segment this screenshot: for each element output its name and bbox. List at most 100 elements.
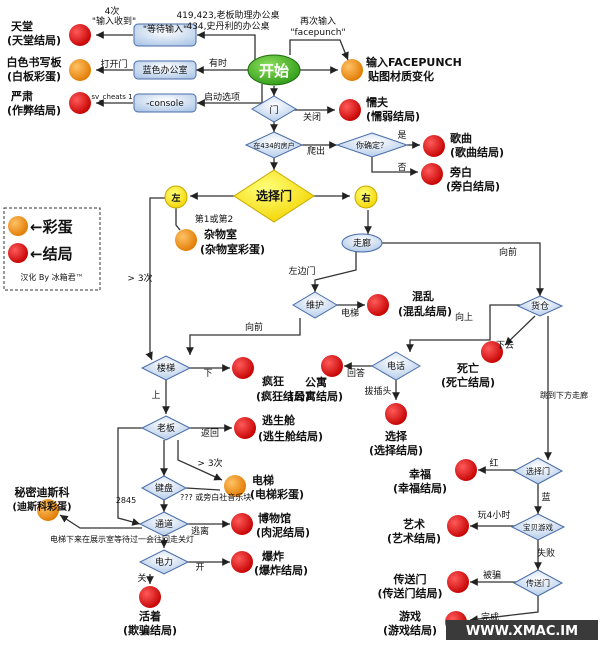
svg-text:(天堂结局): (天堂结局) xyxy=(7,33,61,47)
svg-text:汉化 By 冰箱君™: 汉化 By 冰箱君™ xyxy=(20,272,83,282)
svg-text:(死亡结局): (死亡结局) xyxy=(441,375,495,389)
svg-text:(疯狂结局): (疯狂结局) xyxy=(256,389,310,403)
svg-text:(选择结局): (选择结局) xyxy=(369,443,423,457)
svg-text:白色书写板: 白色书写板 xyxy=(7,55,63,69)
svg-text:选择门: 选择门 xyxy=(526,466,550,476)
decision-sure: 你确定？ xyxy=(335,132,409,158)
svg-text:(逃生舱结局): (逃生舱结局) xyxy=(258,429,323,443)
ending-museum-marker xyxy=(231,513,253,535)
svg-text:(艺术结局): (艺术结局) xyxy=(387,531,441,545)
svg-text:走廊: 走廊 xyxy=(353,237,371,249)
decision-passage: 通道 xyxy=(138,511,190,537)
decision-door: 门 xyxy=(251,95,297,123)
svg-text:> 3次: > 3次 xyxy=(127,272,152,284)
svg-text:被骗: 被骗 xyxy=(483,569,501,581)
ending-choice-marker xyxy=(385,403,407,425)
svg-text:宝贝游戏: 宝贝游戏 xyxy=(523,522,553,532)
svg-text:游戏: 游戏 xyxy=(399,609,421,623)
svg-text:跳到下方走廊: 跳到下方走廊 xyxy=(540,390,588,400)
ending-chaos-marker xyxy=(367,294,389,316)
decision-maintenance: 维护 xyxy=(292,291,338,319)
svg-text:左: 左 xyxy=(170,192,180,204)
svg-text:-console: -console xyxy=(146,99,184,109)
node-corridor: 走廊 xyxy=(341,233,383,253)
svg-text:第1或第2: 第1或第2 xyxy=(195,213,233,225)
svg-text:蓝: 蓝 xyxy=(541,491,550,503)
svg-text:艺术: 艺术 xyxy=(403,517,425,531)
svg-text:上: 上 xyxy=(151,390,160,401)
decision-choose-door: 选择门 xyxy=(233,169,315,223)
svg-text:博物馆: 博物馆 xyxy=(258,511,291,525)
svg-text:下去: 下去 xyxy=(496,339,514,351)
svg-text:楼梯: 楼梯 xyxy=(157,362,175,374)
svg-text:(白板彩蛋): (白板彩蛋) xyxy=(7,69,61,83)
svg-text:传送门: 传送门 xyxy=(393,572,427,586)
ending-whiteboard-marker xyxy=(69,59,91,81)
svg-text:(欺骗结局): (欺骗结局) xyxy=(123,623,177,637)
svg-text:(肉泥结局): (肉泥结局) xyxy=(256,525,310,539)
svg-text:幸福: 幸福 xyxy=(409,467,431,481)
ending-escape-marker xyxy=(234,417,256,439)
svg-text:天堂: 天堂 xyxy=(11,19,33,33)
svg-text:电话: 电话 xyxy=(387,360,405,372)
svg-text:(混乱结局): (混乱结局) xyxy=(398,304,452,318)
svg-text:4次: 4次 xyxy=(105,5,120,17)
svg-text:启动选项: 启动选项 xyxy=(204,91,240,103)
start-node: 开始 xyxy=(247,54,301,86)
svg-text:活着: 活着 xyxy=(139,609,161,623)
ending-art-marker xyxy=(447,515,469,537)
svg-text:向前: 向前 xyxy=(499,246,517,258)
svg-text:(杂物室彩蛋): (杂物室彩蛋) xyxy=(200,242,265,256)
ending-storage-marker xyxy=(175,229,197,251)
decision-nodes: 门 在434的房户 你确定？ 选择门 维护 货仓 电话 楼梯 xyxy=(138,95,566,597)
ending-elevator-marker xyxy=(224,475,246,497)
decision-portal: 传送门 xyxy=(512,569,564,597)
svg-text:434,史丹利的办公桌: 434,史丹利的办公桌 xyxy=(186,20,269,32)
node-right: 右 xyxy=(354,185,378,209)
svg-text:逃生舱: 逃生舱 xyxy=(262,413,296,427)
svg-text:选择门: 选择门 xyxy=(256,188,292,203)
svg-text:旁白: 旁白 xyxy=(449,165,472,179)
decision-power: 电力 xyxy=(138,549,190,575)
process-boxes: "等待输入" 蓝色办公室 -console xyxy=(133,23,197,113)
ending-alive-marker xyxy=(139,586,161,608)
svg-text:向前: 向前 xyxy=(245,321,263,333)
ending-song-marker xyxy=(423,135,445,157)
svg-text:右: 右 xyxy=(360,192,370,204)
svg-text:你确定？: 你确定？ xyxy=(356,140,388,150)
decision-choose-door2: 选择门 xyxy=(512,457,564,485)
node-left: 左 xyxy=(164,185,188,209)
svg-text:回答: 回答 xyxy=(347,367,365,379)
ending-serious-marker xyxy=(69,92,91,114)
svg-text:关: 关 xyxy=(137,572,146,584)
ending-madness-marker xyxy=(232,357,254,379)
svg-text:疯狂: 疯狂 xyxy=(262,374,284,388)
ending-heaven-marker xyxy=(69,24,91,46)
svg-text:爆炸: 爆炸 xyxy=(262,549,284,563)
svg-text:键盘: 键盘 xyxy=(155,482,173,494)
svg-text:歌曲: 歌曲 xyxy=(450,131,472,145)
ending-labels: 天堂 (天堂结局) 白色书写板 (白板彩蛋) 严肃 (作弊结局) 输入FACEP… xyxy=(7,19,505,637)
svg-text:维护: 维护 xyxy=(306,299,324,311)
svg-text:(迪斯科彩蛋): (迪斯科彩蛋) xyxy=(12,500,71,513)
box-console: -console xyxy=(133,93,197,113)
svg-text:下: 下 xyxy=(203,369,212,379)
svg-text:电梯: 电梯 xyxy=(341,307,359,319)
svg-text:2845: 2845 xyxy=(116,496,136,505)
svg-text:贴图材质变化: 贴图材质变化 xyxy=(367,69,434,83)
svg-text:红: 红 xyxy=(489,457,498,469)
svg-text:秘密迪斯科: 秘密迪斯科 xyxy=(15,485,70,499)
svg-text:杂物室: 杂物室 xyxy=(204,227,237,241)
svg-text:←结局: ←结局 xyxy=(30,245,73,263)
svg-text:死亡: 死亡 xyxy=(457,361,479,375)
svg-text:(幸福结局): (幸福结局) xyxy=(393,481,447,495)
connectors xyxy=(59,31,552,623)
box-blue-office: 蓝色办公室 xyxy=(133,60,197,80)
svg-text:(歌曲结局): (歌曲结局) xyxy=(450,145,504,159)
svg-text:电梯: 电梯 xyxy=(252,473,274,487)
svg-text:老板: 老板 xyxy=(157,422,175,434)
decision-boss: 老板 xyxy=(140,415,192,441)
svg-text:(传送门结局): (传送门结局) xyxy=(377,586,442,600)
svg-text:开始: 开始 xyxy=(259,62,289,80)
